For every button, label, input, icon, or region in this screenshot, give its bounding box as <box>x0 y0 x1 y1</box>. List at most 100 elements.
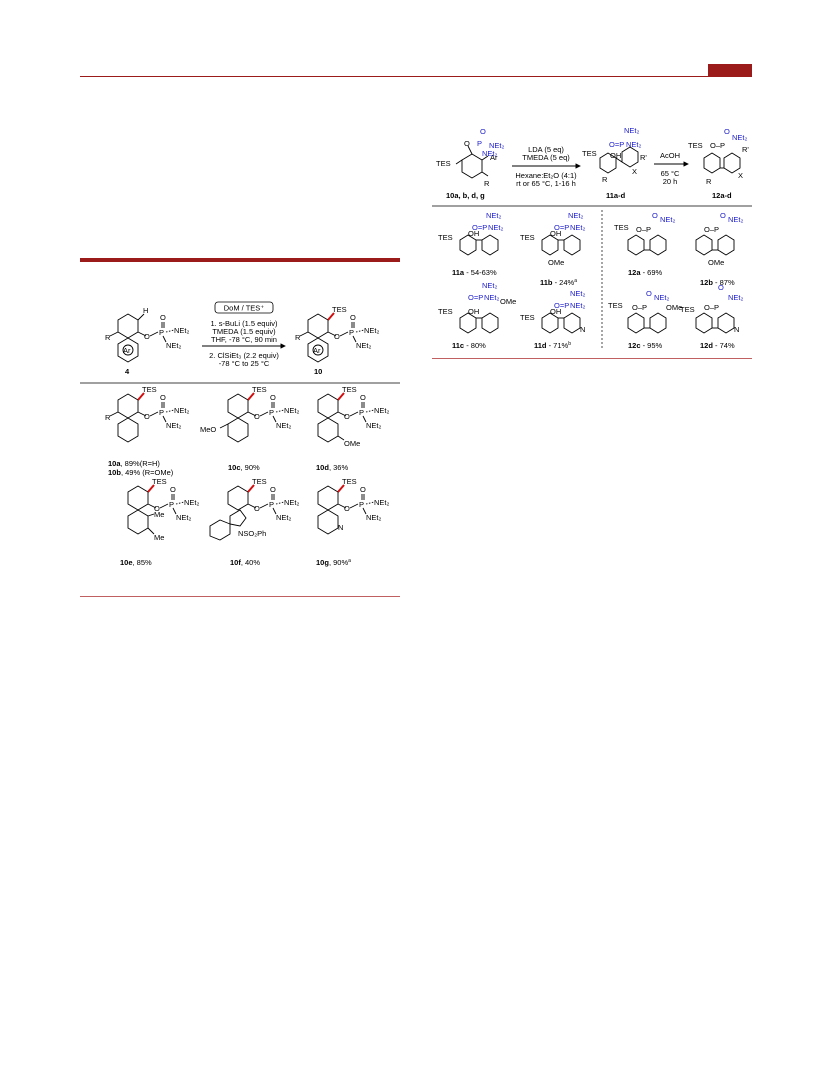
yield-12a: 12a - 69% <box>628 268 663 277</box>
atom-o: O <box>718 283 724 292</box>
atom-x: X <box>632 167 637 176</box>
atom-p: P <box>159 408 164 417</box>
yield-10b: 10b, 49% (R=OMe) <box>108 468 174 477</box>
atom-r: R <box>105 413 111 422</box>
atom-net2: NEt₂ <box>366 513 382 522</box>
atom-o: O <box>144 332 150 341</box>
label-4: 4 <box>125 367 130 376</box>
scheme-right: TES O O P NEt₂ NEt₂ Ar R 10a, b, d, g LD… <box>432 126 752 350</box>
yield-10d: 10d, 36% <box>316 463 348 472</box>
yield-10c: 10c, 90% <box>228 463 260 472</box>
atom-h: H <box>143 306 148 315</box>
structure-11d <box>541 312 581 334</box>
atom-r: R <box>295 333 301 342</box>
atom-o: O <box>350 313 356 322</box>
atom-oh: OH <box>468 229 479 238</box>
atom-tes: TES <box>152 477 167 486</box>
atom-net2: NEt₂ <box>374 406 390 415</box>
atom-x: X <box>738 171 743 180</box>
atom-p: P <box>159 328 164 337</box>
new-bond <box>247 392 255 401</box>
atom-o-p: O–P <box>710 141 725 150</box>
atom-n: N <box>734 325 739 334</box>
structure-10g <box>317 485 375 535</box>
atom-o: O <box>724 127 730 136</box>
atom-net2: NEt₂ <box>728 293 744 302</box>
atom-net2: NEt₂ <box>660 215 676 224</box>
atom-net2: NEt₂ <box>166 341 182 350</box>
atom-ome: OMe <box>548 258 564 267</box>
scheme-right-rule <box>432 358 752 359</box>
atom-net2: NEt₂ <box>570 223 586 232</box>
atom-po: O=P <box>468 293 483 302</box>
structure-10c <box>219 393 285 443</box>
atom-net2: NEt₂ <box>366 421 382 430</box>
structure-12a <box>627 234 667 256</box>
atom-ar: Ar <box>313 346 321 355</box>
atom-net2: NEt₂ <box>728 215 744 224</box>
scheme-left: H R Ar O O P NEt₂ NEt₂ 4 DoM / TES⁺ 1. s… <box>80 301 400 567</box>
atom-oh: OH <box>550 229 561 238</box>
atom-p: P <box>269 408 274 417</box>
structure-12d <box>695 312 735 334</box>
atom-net2: NEt₂ <box>488 223 504 232</box>
atom-o: O <box>464 139 470 148</box>
atom-o: O <box>254 504 260 513</box>
atom-o-p: O–P <box>704 225 719 234</box>
structure-10 <box>299 313 365 363</box>
atom-o: O <box>344 504 350 513</box>
atom-r: R <box>706 177 712 186</box>
atom-me: Me <box>154 533 164 542</box>
bond <box>455 159 463 165</box>
step2-line1: AcOH <box>660 151 680 160</box>
atom-net2: NEt₂ <box>356 341 372 350</box>
yield-10e: 10e, 85% <box>120 558 152 567</box>
atom-o-p: O–P <box>636 225 651 234</box>
atom-po: O=P <box>472 223 487 232</box>
atom-net2: NEt₂ <box>284 498 300 507</box>
condition-4: 2. ClSiEt₃ (2.2 equiv) <box>209 351 279 360</box>
atom-o: O <box>360 393 366 402</box>
header-tab <box>708 64 752 77</box>
atom-r: R <box>484 179 490 188</box>
structure-12c <box>627 312 667 334</box>
yield-11a: 11a - 54-63% <box>452 268 497 277</box>
atom-p: P <box>349 328 354 337</box>
atom-r: R <box>602 175 608 184</box>
condition-5: -78 °C to 25 °C <box>219 359 270 368</box>
new-bond <box>147 484 155 493</box>
new-bond <box>247 484 255 493</box>
label-12: 12a-d <box>712 191 732 200</box>
reagent-box <box>214 301 274 314</box>
atom-tes: TES <box>436 159 451 168</box>
structure-10ab <box>109 393 175 443</box>
atom-o: O <box>160 313 166 322</box>
atom-tes: TES <box>680 305 695 314</box>
atom-tes: TES <box>520 233 535 242</box>
structure-11b <box>541 234 581 256</box>
atom-p: P <box>359 408 364 417</box>
step2-line3: 20 h <box>663 177 678 186</box>
structure-12b <box>695 234 735 256</box>
atom-net2: NEt₂ <box>284 406 300 415</box>
atom-net2: NEt₂ <box>568 211 584 220</box>
atom-o: O <box>154 504 160 513</box>
yield-12b: 12b - 87% <box>700 278 735 287</box>
condition-3: THF, -78 °C, 90 min <box>211 335 277 344</box>
atom-ar: Ar <box>123 346 131 355</box>
structure-12 <box>703 152 741 174</box>
section-bar <box>80 258 400 262</box>
atom-tes: TES <box>332 305 347 314</box>
atom-net2: NEt₂ <box>166 421 182 430</box>
atom-net2: NEt₂ <box>174 406 190 415</box>
atom-p: P <box>359 500 364 509</box>
structure-10-start <box>461 145 489 179</box>
step1-line4: rt or 65 °C, 1-16 h <box>516 179 576 188</box>
atom-r: R <box>105 333 111 342</box>
atom-o: O <box>270 393 276 402</box>
atom-tes: TES <box>252 477 267 486</box>
atom-net2: NEt₂ <box>176 513 192 522</box>
atom-o: O <box>652 211 658 220</box>
new-bond <box>337 392 345 401</box>
new-bond <box>137 392 145 401</box>
